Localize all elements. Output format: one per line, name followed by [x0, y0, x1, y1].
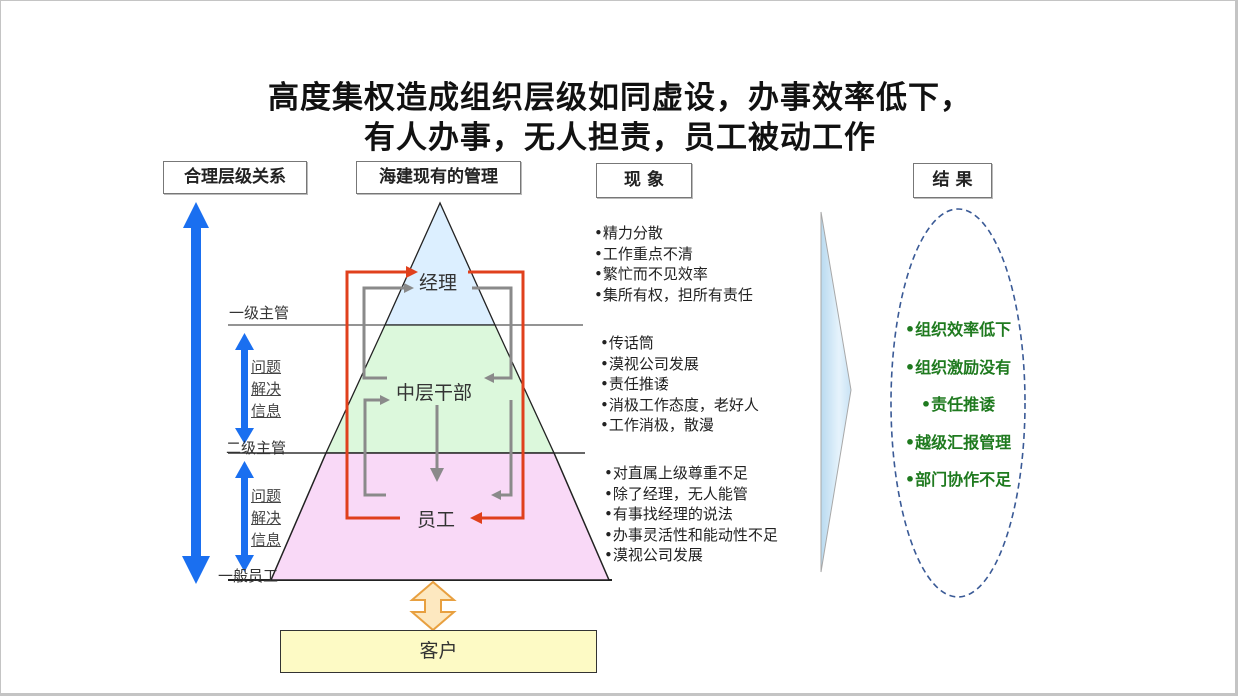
header-phenomena: 现 象 — [596, 163, 692, 198]
pyramid-label-manager: 经理 — [419, 272, 458, 294]
pyramid-label-middle-managers: 中层干部 — [396, 382, 473, 404]
list-item: 对直属上级尊重不足 — [604, 463, 778, 484]
result-item: •责任推诿 — [920, 395, 996, 414]
label-level-2: 二级主管 — [226, 439, 287, 457]
list-item: 漠视公司发展 — [604, 545, 778, 566]
label-general-staff: 一般员工 — [218, 567, 279, 585]
list-item: 漠视公司发展 — [600, 354, 759, 375]
list-item: 精力分散 — [594, 223, 753, 244]
label-level-1: 一级主管 — [229, 304, 290, 322]
result-item: •组织激励没有 — [904, 357, 1012, 377]
lower-double-arrow-icon — [235, 461, 254, 572]
result-item: •组织效率低下 — [904, 320, 1012, 339]
big-double-arrow-icon — [182, 202, 210, 584]
results-list: •组织效率低下 •组织激励没有 •责任推诿 •越级汇报管理 •部门协作不足 — [883, 311, 1033, 499]
list-item: 工作重点不清 — [594, 244, 753, 265]
list-item: 集所有权，担所有责任 — [594, 285, 753, 306]
header-reasonable-hierarchy: 合理层级关系 — [163, 161, 307, 194]
title-line-2: 有人办事，无人担责，员工被动工作 — [364, 120, 876, 156]
list-item: 繁忙而不见效率 — [594, 264, 753, 285]
result-item: •越级汇报管理 — [904, 432, 1012, 452]
title-line-1: 高度集权造成组织层级如同虚设，办事效率低下， — [268, 80, 972, 116]
customer-double-arrow-icon — [409, 580, 457, 632]
list-item: 责任推诿 — [600, 374, 759, 395]
phenomena-top-list: 精力分散 工作重点不清 繁忙而不见效率 集所有权，担所有责任 — [594, 223, 753, 305]
customer-box: 客户 — [280, 630, 597, 673]
result-item: •部门协作不足 — [904, 470, 1012, 489]
phenomena-bottom-list: 对直属上级尊重不足 除了经理，无人能管 有事找经理的说法 办事灵活性和能动性不足… — [604, 463, 778, 566]
list-item: 工作消极，散漫 — [600, 415, 759, 436]
phenomena-middle-list: 传话筒 漠视公司发展 责任推诿 消极工作态度，老好人 工作消极，散漫 — [600, 333, 759, 436]
upper-note: 问题 解决 信息 — [251, 358, 282, 420]
header-current-management: 海建现有的管理 — [356, 161, 521, 194]
lower-note: 问题 解决 信息 — [251, 487, 282, 549]
pyramid-label-employees: 员工 — [417, 509, 456, 531]
list-item: 除了经理，无人能管 — [604, 484, 778, 505]
header-results: 结 果 — [913, 163, 992, 198]
list-item: 消极工作态度，老好人 — [600, 395, 759, 416]
list-item: 办事灵活性和能动性不足 — [604, 525, 778, 546]
list-item: 有事找经理的说法 — [604, 504, 778, 525]
upper-double-arrow-icon — [235, 333, 254, 444]
list-item: 传话筒 — [600, 333, 759, 354]
